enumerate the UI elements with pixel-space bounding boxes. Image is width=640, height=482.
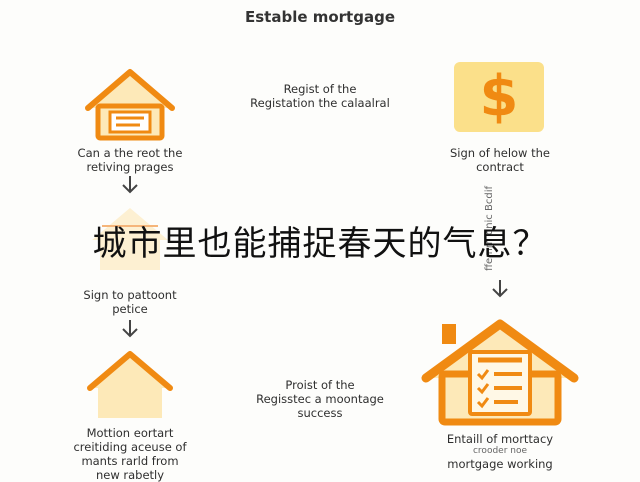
caption-line: mants rarld from (81, 454, 179, 468)
caption-line: Regist of the (283, 82, 357, 96)
step-bottom-left-caption: Mottion eortart creitiding aceuse of man… (30, 426, 230, 482)
caption-line: Entaill of morttacy (446, 432, 554, 446)
dollar-symbol: $ (479, 64, 519, 129)
arrow-down-icon (120, 174, 140, 196)
step-bottom-right-caption: Entaill of morttacy crooder noe mortgage… (400, 432, 600, 471)
caption-line: mortgage working (447, 457, 553, 471)
step-mid-left-caption: Sign to pattoont petice (30, 288, 230, 316)
caption-line: crooder noe (472, 446, 528, 456)
house-icon (84, 350, 176, 422)
caption-line: Registation the calaalral (250, 96, 390, 110)
arrow-down-icon (120, 318, 140, 340)
caption-line: Sign to pattoont (83, 288, 177, 302)
caption-line: creitiding aceuse of (73, 440, 187, 454)
house-document-icon (82, 68, 178, 142)
caption-line: petice (112, 302, 148, 316)
step-top-left-caption: Can a the reot the retiving prages (30, 146, 230, 174)
caption-line: Sign of helow the (449, 146, 550, 160)
house-checklist-icon (418, 318, 582, 428)
dollar-icon: $ (454, 62, 544, 132)
arrow-down-icon (490, 278, 510, 300)
house-faded-icon (88, 204, 172, 274)
step-top-right-caption: Sign of helow the contract (400, 146, 600, 174)
step-top-center-caption: Regist of the Registation the calaalral (210, 82, 430, 110)
overlay-headline: 城市里也能捕捉春天的气息？ (92, 224, 548, 264)
caption-line: Proist of the (285, 378, 355, 392)
caption-line: success (297, 406, 343, 420)
step-bottom-center-caption: Proist of the Regisstec a moontage succe… (210, 378, 430, 420)
caption-line: Mottion eortart (86, 426, 174, 440)
diagram-title: Estable mortgage (244, 8, 395, 26)
caption-line: new rabetly (95, 468, 165, 482)
caption-line: Can a the reot the (77, 146, 183, 160)
caption-line: contract (476, 160, 524, 174)
caption-line: Regisstec a moontage (256, 392, 384, 406)
caption-line: retiving prages (86, 160, 174, 174)
